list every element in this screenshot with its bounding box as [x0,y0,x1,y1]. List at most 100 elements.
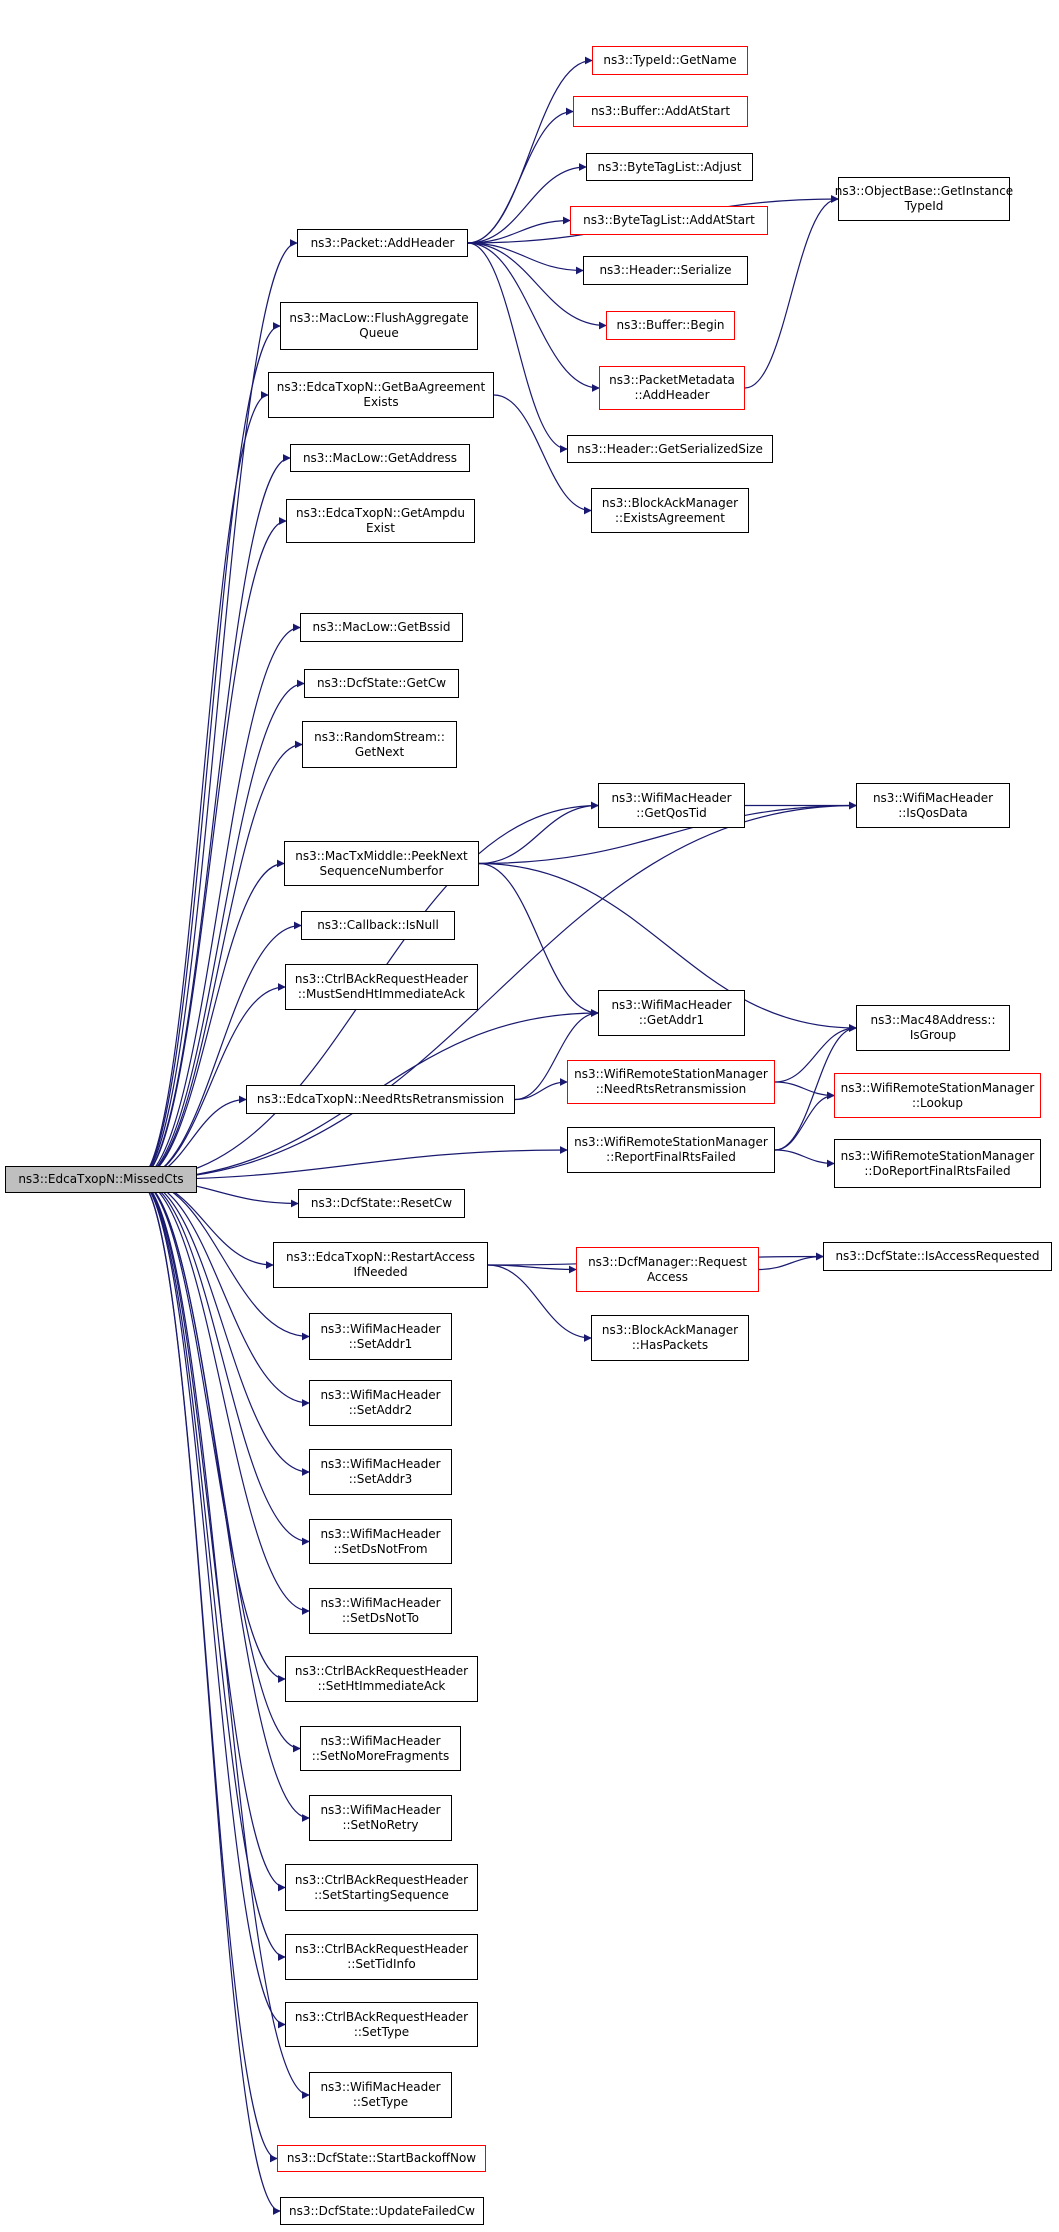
node-packetmetadata-add-header[interactable]: ns3::PacketMetadata ::AddHeader [599,366,745,410]
node-edca-get-ba-agreement-exists[interactable]: ns3::EdcaTxopN::GetBaAgreement Exists [268,372,494,418]
node-edca-restart-access-if-needed[interactable]: ns3::EdcaTxopN::RestartAccess IfNeeded [273,1242,488,1288]
node-mac48-is-group[interactable]: ns3::Mac48Address:: IsGroup [856,1005,1010,1051]
node-randomstream-get-next[interactable]: ns3::RandomStream:: GetNext [302,721,457,768]
call-edge-mactxmiddle_peek_next-to-wifimacheader_is_qos_data [478,801,857,865]
node-maclow-get-address[interactable]: ns3::MacLow::GetAddress [290,444,470,472]
call-edge-root-to-packet_add_header [136,239,298,1181]
node-edca-get-ampdu-exist[interactable]: ns3::EdcaTxopN::GetAmpdu Exist [286,499,475,543]
node-wifimacheader-set-addr2[interactable]: ns3::WifiMacHeader ::SetAddr2 [309,1380,452,1426]
node-label: ns3::WifiMacHeader ::SetAddr1 [320,1321,441,1351]
call-edge-wrsm_need_rts_retransmission-to-mac48_is_group [774,1024,857,1083]
node-label: ns3::MacTxMiddle::PeekNext SequenceNumbe… [295,848,468,878]
node-label: ns3::WifiRemoteStationManager ::NeedRtsR… [574,1067,768,1096]
node-wifimacheader-get-addr1[interactable]: ns3::WifiMacHeader ::GetAddr1 [598,990,745,1036]
node-packet-add-header[interactable]: ns3::Packet::AddHeader [297,229,468,257]
node-wifimacheader-set-no-retry[interactable]: ns3::WifiMacHeader ::SetNoRetry [309,1795,452,1841]
node-dcfstate-is-access-requested[interactable]: ns3::DcfState::IsAccessRequested [823,1242,1052,1271]
node-header-serialize[interactable]: ns3::Header::Serialize [583,256,748,285]
node-label: ns3::Callback::IsNull [317,918,439,932]
call-edge-wrsm_report_final_rts_failed-to-wrsm_do_report_final_rts_failed [774,1149,835,1168]
node-objectbase-get-instance-typeid[interactable]: ns3::ObjectBase::GetInstance TypeId [835,177,1013,221]
node-ctrlback-set-ht-immediate-ack[interactable]: ns3::CtrlBAckRequestHeader ::SetHtImmedi… [285,1656,478,1702]
node-wrsm-need-rts-retransmission[interactable]: ns3::WifiRemoteStationManager ::NeedRtsR… [567,1060,775,1104]
node-ctrlback-set-tid-info[interactable]: ns3::CtrlBAckRequestHeader ::SetTidInfo [285,1934,478,1980]
node-label: ns3::DcfState::UpdateFailedCw [289,2203,475,2218]
node-wifimacheader-get-qos-tid[interactable]: ns3::WifiMacHeader ::GetQosTid [598,783,745,828]
node-wifimacheader-set-ds-not-from[interactable]: ns3::WifiMacHeader ::SetDsNotFrom [309,1519,452,1564]
call-edge-root-to-wrsm_report_final_rts_failed [136,1146,568,1181]
node-wifimacheader-set-ds-not-to[interactable]: ns3::WifiMacHeader ::SetDsNotTo [309,1588,452,1634]
node-wifimacheader-set-type[interactable]: ns3::WifiMacHeader ::SetType [309,2072,452,2118]
node-label: ns3::EdcaTxopN::RestartAccess IfNeeded [285,1250,476,1279]
node-wifimacheader-set-addr3[interactable]: ns3::WifiMacHeader ::SetAddr3 [309,1449,452,1495]
node-maclow-get-bssid[interactable]: ns3::MacLow::GetBssid [300,613,463,642]
node-wifimacheader-set-no-more-fragments[interactable]: ns3::WifiMacHeader ::SetNoMoreFragments [300,1726,461,1771]
node-label: ns3::WifiRemoteStationManager ::Lookup [840,1080,1035,1110]
node-edca-need-rts-retransmission[interactable]: ns3::EdcaTxopN::NeedRtsRetransmission [246,1085,515,1114]
node-label: ns3::CtrlBAckRequestHeader ::SetStarting… [294,1872,469,1902]
node-ctrlback-must-send-ht[interactable]: ns3::CtrlBAckRequestHeader ::MustSendHtI… [285,964,478,1010]
node-ctrlback-set-type[interactable]: ns3::CtrlBAckRequestHeader ::SetType [285,2002,478,2047]
node-buffer-begin[interactable]: ns3::Buffer::Begin [606,311,735,340]
node-blockack-exists-agreement[interactable]: ns3::BlockAckManager ::ExistsAgreement [591,488,749,533]
node-ctrlback-set-starting-sequence[interactable]: ns3::CtrlBAckRequestHeader ::SetStarting… [285,1864,478,1911]
node-label: ns3::Header::GetSerializedSize [577,441,763,456]
node-dcfmanager-request-access[interactable]: ns3::DcfManager::Request Access [576,1247,759,1292]
node-dcfstate-reset-cw[interactable]: ns3::DcfState::ResetCw [298,1189,465,1218]
node-wrsm-do-report-final-rts-failed[interactable]: ns3::WifiRemoteStationManager ::DoReport… [834,1139,1041,1188]
node-buffer-add-at-start[interactable]: ns3::Buffer::AddAtStart [573,96,748,127]
call-edge-root-to-dcfstate_update_failed_cw [136,1178,281,2215]
call-edge-root-to-edca_get_ampdu_exist [136,517,287,1181]
node-bytetaglist-adjust[interactable]: ns3::ByteTagList::Adjust [586,153,753,181]
call-edge-root-to-wifimacheader_set_addr2 [136,1178,310,1407]
node-label: ns3::WifiMacHeader ::SetDsNotTo [320,1596,441,1625]
node-bytetaglist-add-at-start[interactable]: ns3::ByteTagList::AddAtStart [570,206,768,235]
node-label: ns3::RandomStream:: GetNext [314,729,445,759]
call-edge-root-to-mactxmiddle_peek_next [136,859,285,1181]
node-label: ns3::Buffer::Begin [616,318,725,332]
call-edge-packet_add_header-to-buffer_begin [467,242,607,330]
call-edge-packet_add_header-to-header_serialize [467,242,584,275]
node-label: ns3::WifiRemoteStationManager ::DoReport… [840,1148,1035,1178]
call-edge-packetmetadata_add_header-to-objectbase_get_instance_typeid [744,195,839,389]
node-label: ns3::EdcaTxopN::MissedCts [18,1172,184,1186]
node-wrsm-lookup[interactable]: ns3::WifiRemoteStationManager ::Lookup [834,1073,1041,1118]
call-edge-edca_get_ba_agreement_exists-to-blockack_exists_agreement [493,394,592,515]
node-label: ns3::WifiMacHeader ::IsQosData [872,790,994,820]
node-label: ns3::MacLow::GetAddress [302,450,458,465]
node-callback-is-null[interactable]: ns3::Callback::IsNull [301,911,455,940]
node-wifimacheader-is-qos-data[interactable]: ns3::WifiMacHeader ::IsQosData [856,783,1010,828]
call-edge-root-to-ctrlback_set_type [136,1178,286,2029]
call-edge-packet_add_header-to-bytetaglist_adjust [467,163,587,244]
call-edge-root-to-wifimacheader_set_ds_not_from [136,1178,310,1546]
node-dcfstate-update-failed-cw[interactable]: ns3::DcfState::UpdateFailedCw [280,2197,484,2225]
call-edge-wrsm_report_final_rts_failed-to-wrsm_lookup [774,1091,835,1151]
node-label: ns3::CtrlBAckRequestHeader ::MustSendHtI… [294,972,469,1001]
node-label: ns3::MacLow::FlushAggregate Queue [289,311,469,340]
node-maclow-flush-aggregate-queue[interactable]: ns3::MacLow::FlushAggregate Queue [280,302,478,350]
node-label: ns3::DcfState::GetCw [316,676,447,690]
call-edge-edca_restart_access_if_needed-to-blockack_has_packets [487,1264,592,1342]
node-typeid-get-name[interactable]: ns3::TypeId::GetName [592,46,748,75]
node-wrsm-report-final-rts-failed[interactable]: ns3::WifiRemoteStationManager ::ReportFi… [567,1127,775,1173]
call-edge-root-to-wifimacheader_set_type [136,1178,310,2099]
call-edge-packet_add_header-to-bytetaglist_add_at_start [467,216,571,244]
node-label: ns3::BlockAckManager ::ExistsAgreement [601,495,739,525]
node-dcfstate-start-backoff-now[interactable]: ns3::DcfState::StartBackoffNow [277,2145,486,2172]
node-root: ns3::EdcaTxopN::MissedCts [5,1166,197,1193]
call-edge-root-to-wifimacheader_set_ds_not_to [136,1178,310,1615]
node-blockack-has-packets[interactable]: ns3::BlockAckManager ::HasPackets [591,1315,749,1361]
call-edge-root-to-dcfstate_get_cw [136,679,305,1181]
node-header-get-serialized-size[interactable]: ns3::Header::GetSerializedSize [567,435,773,463]
node-mactxmiddle-peek-next[interactable]: ns3::MacTxMiddle::PeekNext SequenceNumbe… [284,841,479,886]
node-label: ns3::WifiMacHeader ::SetType [320,2080,441,2109]
node-label: ns3::CtrlBAckRequestHeader ::SetTidInfo [294,1942,469,1971]
node-label: ns3::BlockAckManager ::HasPackets [601,1323,739,1352]
node-label: ns3::WifiRemoteStationManager ::ReportFi… [574,1135,768,1164]
node-wifimacheader-set-addr1[interactable]: ns3::WifiMacHeader ::SetAddr1 [309,1313,452,1360]
call-edge-mactxmiddle_peek_next-to-wifimacheader_get_addr1 [478,862,599,1017]
call-edge-edca_need_rts_retransmission-to-wrsm_need_rts_retransmission [514,1078,568,1101]
node-dcfstate-get-cw[interactable]: ns3::DcfState::GetCw [304,669,459,698]
node-label: ns3::EdcaTxopN::GetBaAgreement Exists [276,380,486,409]
call-edge-mactxmiddle_peek_next-to-mac48_is_group [478,862,857,1032]
